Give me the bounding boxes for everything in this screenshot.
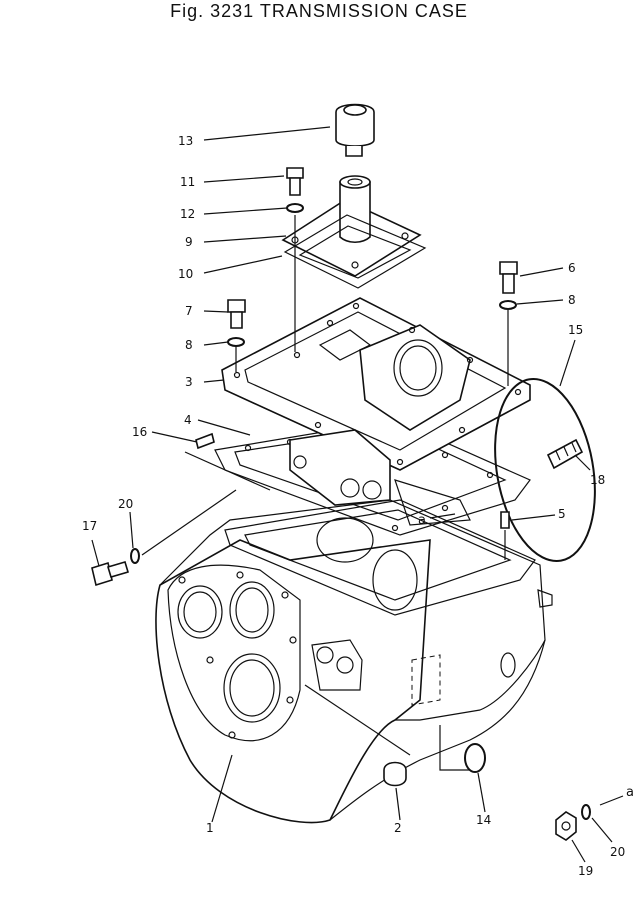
callout-3: 3 [185,375,193,389]
plug-part-2 [383,761,407,787]
callout-4: 4 [184,413,192,427]
reference-mark-a-case: a [418,513,426,528]
callout-17: 17 [82,519,97,533]
washer-part-8-left [227,337,245,347]
callout-labels: 13 11 12 9 10 6 8 7 8 15 3 4 16 18 5 20 … [82,134,634,878]
callout-6: 6 [568,261,576,275]
washer-part-20-lower [581,804,591,820]
top-cover-plate-part-9 [281,175,422,277]
dowel-pin-part-16 [195,432,215,450]
callout-2: 2 [394,821,402,835]
callout-8-left: 8 [185,338,193,352]
callout-1: 1 [206,821,214,835]
callout-20-right: 20 [610,845,625,859]
callout-13: 13 [178,134,193,148]
cover-part-3 [221,297,531,526]
washer-part-12 [286,203,304,213]
callout-19: 19 [578,864,593,878]
callout-10: 10 [178,267,193,281]
callout-14: 14 [476,813,491,827]
leader-lines [91,126,624,863]
callout-9: 9 [185,235,193,249]
bolt-part-11 [286,167,304,196]
callout-12: 12 [180,207,195,221]
callout-7: 7 [185,304,193,318]
reference-mark-a-detail: a [626,785,634,800]
bolt-part-6 [499,261,518,294]
bolt-part-17 [91,561,129,587]
washer-part-20 [130,548,140,564]
figure-title: Fig. 3231 TRANSMISSION CASE [170,1,468,21]
callout-5: 5 [558,507,566,521]
callout-18: 18 [590,473,605,487]
washer-part-8-right [499,300,517,310]
callout-16: 16 [132,425,147,439]
dowel-pin-part-5 [500,511,510,529]
breather-part-13 [335,103,375,157]
gasket-part-10 [283,214,427,289]
o-ring-part-14 [464,743,486,773]
nut-part-19 [555,811,577,841]
o-ring-part-15 [494,378,596,562]
callout-20-left: 20 [118,497,133,511]
callout-15: 15 [568,323,583,337]
callout-11: 11 [180,175,195,189]
transmission-case-part [155,499,553,824]
plug-part-18 [546,438,584,470]
bolt-part-7 [227,299,246,329]
callout-8-right: 8 [568,293,576,307]
